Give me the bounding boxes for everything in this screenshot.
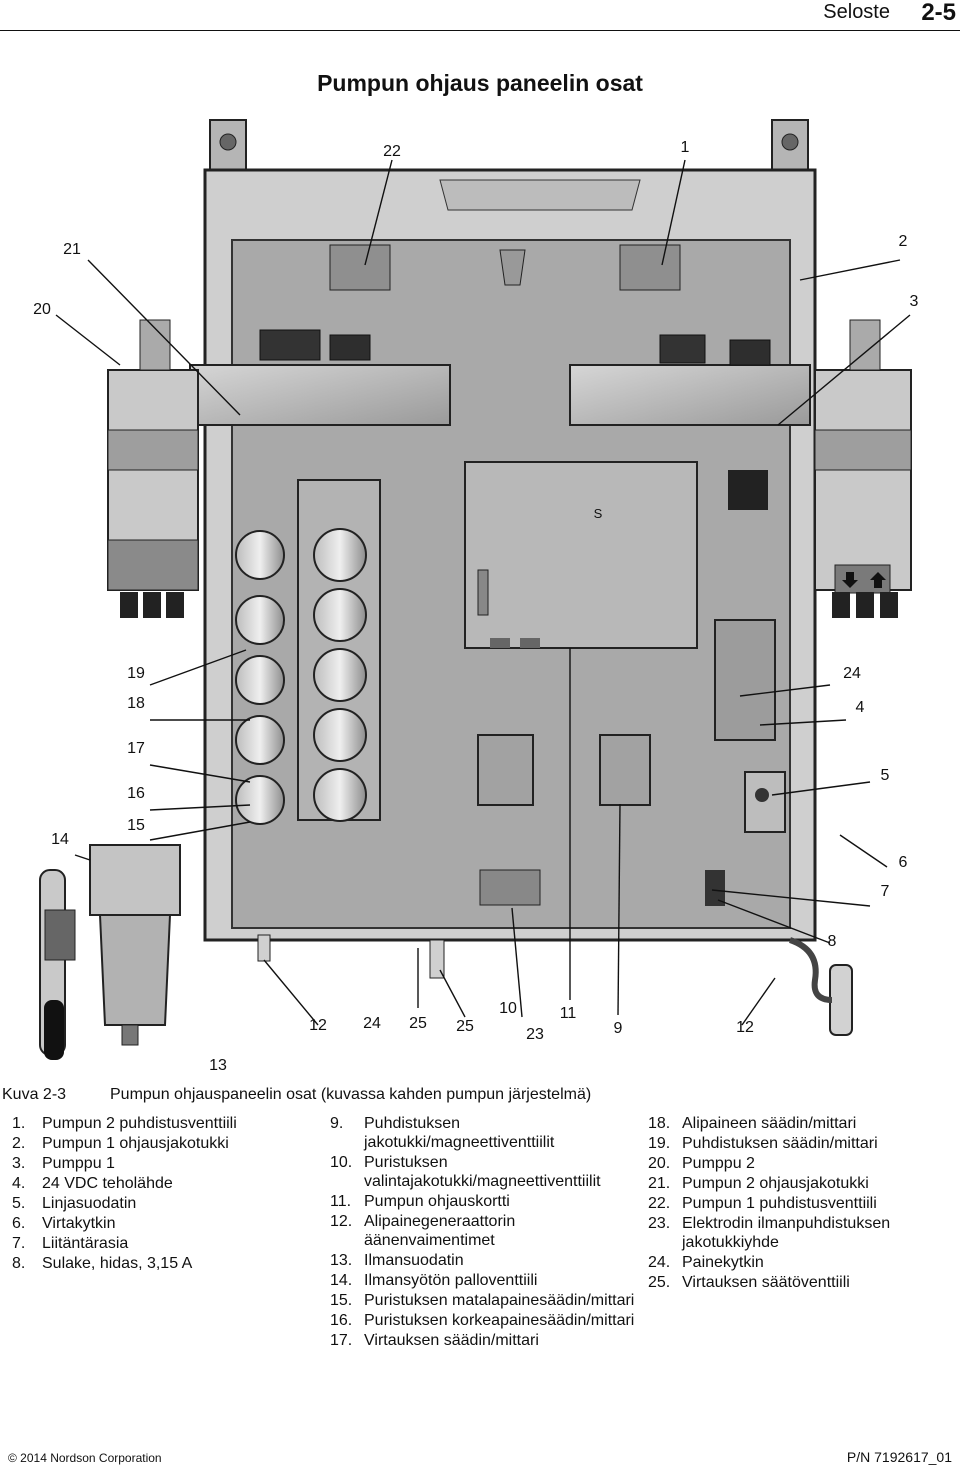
legend-item: 22.Pumpun 1 puhdistusventtiili	[648, 1195, 877, 1212]
legend-item: 13.Ilmansuodatin	[330, 1252, 464, 1269]
figure-caption: Pumpun ohjauspaneelin osat (kuvassa kahd…	[110, 1086, 592, 1103]
callout-label: 5	[881, 767, 890, 784]
header-rule	[0, 30, 960, 31]
header-page-number: 2-5	[921, 0, 956, 26]
callout-leaders	[55, 159, 911, 1026]
muffler-left	[257, 934, 271, 962]
legend-item: 24.Painekytkin	[648, 1254, 764, 1271]
line-filter	[744, 771, 786, 833]
legend-column-3: 18.Alipaineen säädin/mittari 19.Puhdistu…	[648, 1114, 953, 1293]
electrode-manifold	[479, 869, 541, 906]
footer-part-number: P/N 7192617_01	[846, 1449, 952, 1465]
power-supply	[714, 619, 776, 741]
callout-label: 25	[409, 1015, 427, 1032]
figure-number: Kuva 2-3	[2, 1086, 67, 1103]
callout-label: 16	[127, 785, 145, 802]
legend-item: 11.Pumpun ohjauskortti	[330, 1193, 510, 1210]
callout-label: 25	[456, 1018, 474, 1035]
callout-label: 12	[309, 1017, 327, 1034]
callout-label: 2	[899, 233, 908, 250]
gauge-column	[235, 479, 381, 825]
callout-label: 15	[127, 817, 145, 834]
header-section-title: Seloste	[823, 1, 890, 23]
callout-label: 24	[843, 665, 861, 682]
legend-item: 18.Alipaineen säädin/mittari	[648, 1115, 857, 1132]
callout-label: 9	[614, 1020, 623, 1037]
footer-copyright: © 2014 Nordson Corporation	[8, 1451, 162, 1465]
legend-column-2: 9.Puhdistuksen jakotukki/magneettiventti…	[330, 1114, 650, 1351]
board-mark: S	[594, 506, 603, 521]
legend-item: 4.24 VDC teholähde	[12, 1175, 173, 1192]
legend-item: 8.Sulake, hidas, 3,15 A	[12, 1255, 193, 1272]
legend-item: 5.Linjasuodatin	[12, 1195, 137, 1212]
callout-label: 22	[383, 143, 401, 160]
callout-label: 6	[899, 854, 908, 871]
callout-label: 1	[681, 139, 690, 156]
pump2-manifold	[569, 364, 811, 426]
legend-item: 23.Elektrodin ilmanpuhdistuksen jakotukk…	[648, 1215, 891, 1251]
callout-label: 13	[209, 1057, 227, 1074]
pump-1-right	[814, 319, 912, 618]
page-title: Pumpun ohjaus paneelin osat	[317, 70, 643, 96]
pump-control-board: S	[464, 461, 698, 649]
legend-item: 7.Liitäntärasia	[12, 1235, 129, 1252]
legend-item: 1.Pumpun 2 puhdistusventtiili	[12, 1115, 237, 1132]
legend-item: 20.Pumppu 2	[648, 1155, 755, 1172]
purge-solenoids	[599, 734, 651, 806]
terminal-block	[705, 870, 725, 906]
callout-label: 20	[33, 301, 51, 318]
muffler-center	[429, 939, 445, 979]
callout-label: 11	[560, 1005, 577, 1022]
legend-item: 25.Virtauksen säätöventtiili	[648, 1274, 850, 1291]
squeeze-solenoids	[477, 734, 534, 806]
callout-label: 17	[127, 740, 145, 757]
legend-item: 12.Alipainegeneraattorin äänenvaimentime…	[330, 1213, 516, 1249]
legend-item: 19.Puhdistuksen säädin/mittari	[648, 1135, 878, 1152]
callout-label: 21	[63, 241, 81, 258]
legend-item: 6.Virtakytkin	[12, 1215, 116, 1232]
callout-label: 4	[856, 699, 865, 716]
legend-item: 9.Puhdistuksen jakotukki/magneettiventti…	[330, 1115, 555, 1151]
pump1-manifold	[189, 364, 451, 426]
legend-item: 15.Puristuksen matalapainesäädin/mittari	[330, 1292, 635, 1309]
callout-label: 19	[127, 665, 145, 682]
pump-2-left	[107, 319, 199, 618]
legend-item: 17.Virtauksen säädin/mittari	[330, 1332, 539, 1349]
callout-label: 12	[736, 1019, 754, 1036]
control-panel-illustration: S	[33, 119, 919, 1074]
legend-item: 14.Ilmansyötön palloventtiili	[330, 1272, 538, 1289]
air-filter-assembly	[39, 844, 181, 1060]
legend-item: 16.Puristuksen korkeapainesäädin/mittari	[330, 1312, 635, 1329]
callout-label: 18	[127, 695, 145, 712]
callout-label: 8	[828, 933, 837, 950]
power-switch-cord	[829, 964, 853, 1036]
legend-item: 21.Pumpun 2 ohjausjakotukki	[648, 1175, 869, 1192]
legend-item: 10.Puristuksen valintajakotukki/magneett…	[330, 1154, 601, 1190]
callout-label: 24	[363, 1015, 381, 1032]
legend-column-1: 1.Pumpun 2 puhdistusventtiili 2.Pumpun 1…	[12, 1114, 302, 1274]
callout-label: 7	[881, 883, 890, 900]
legend-item: 2.Pumpun 1 ohjausjakotukki	[12, 1135, 229, 1152]
callout-label: 23	[526, 1026, 544, 1043]
callout-label: 3	[910, 293, 919, 310]
legend-item: 3.Pumppu 1	[12, 1155, 115, 1172]
callout-label: 10	[499, 1000, 517, 1017]
callout-label: 14	[51, 831, 69, 848]
